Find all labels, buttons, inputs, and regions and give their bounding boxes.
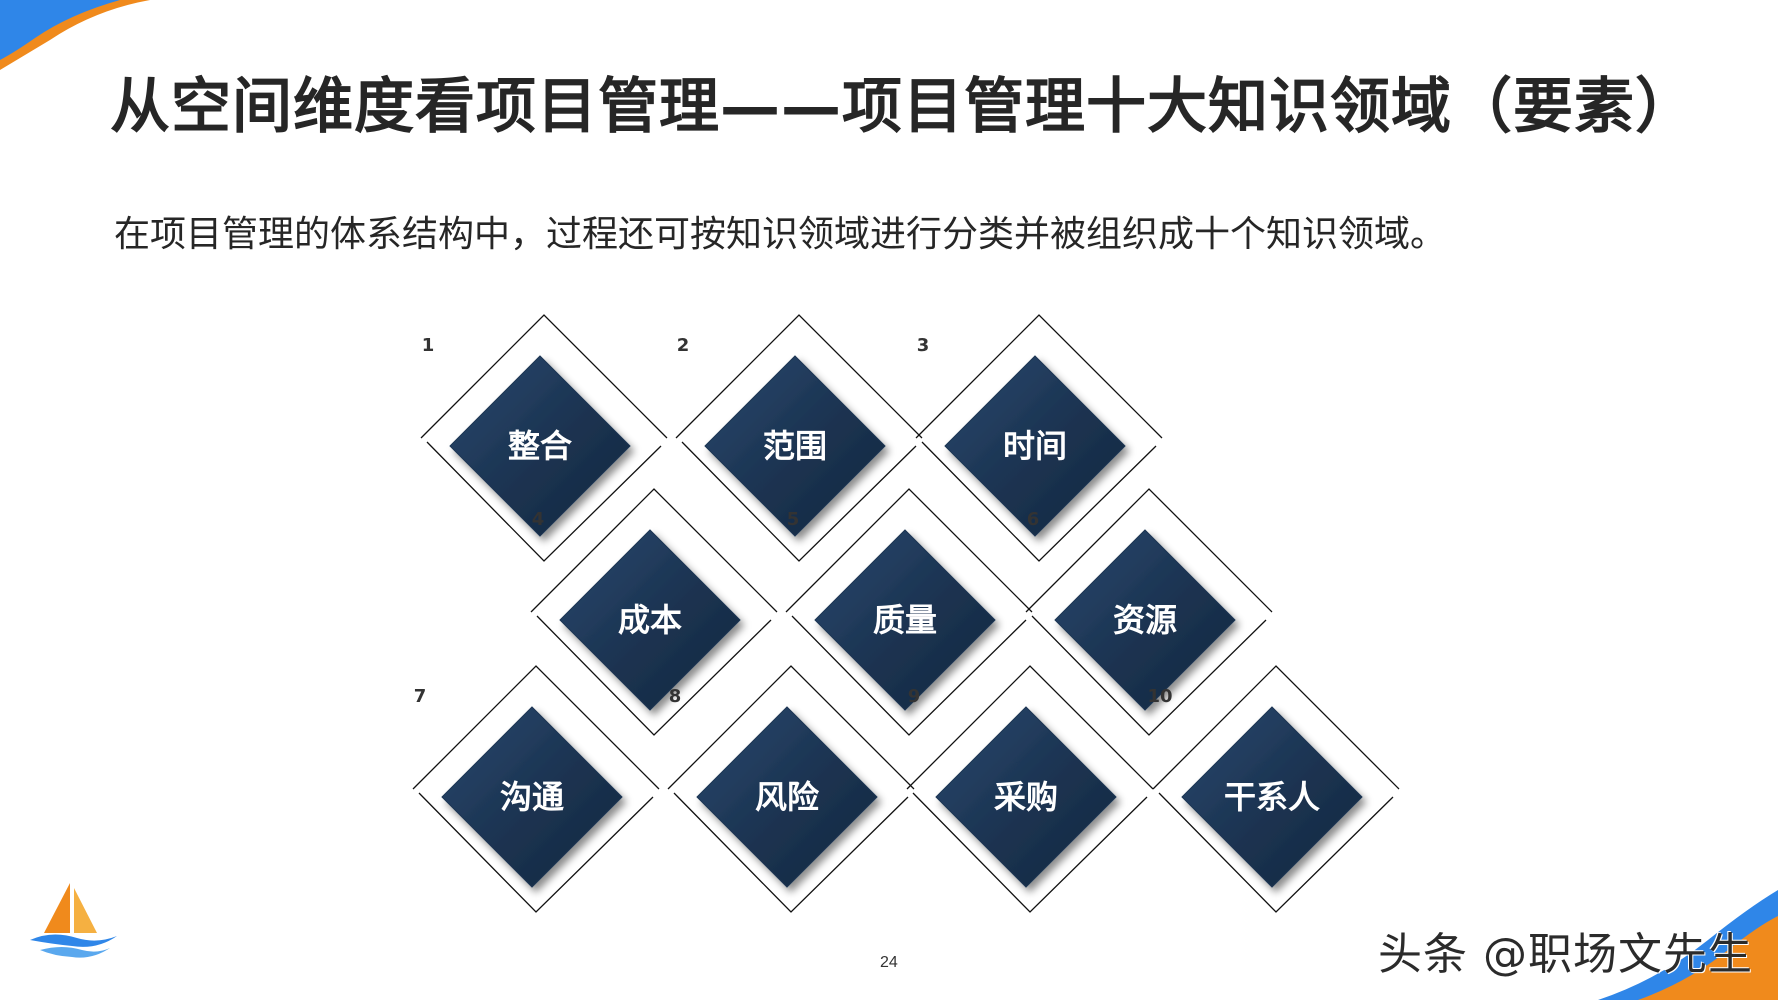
- knowledge-area-7: 沟通 7: [412, 665, 660, 913]
- knowledge-area-8: 风险 8: [667, 665, 915, 913]
- diamond-label-10: 干系人: [1224, 778, 1320, 816]
- diamond-shape-6: [1054, 529, 1236, 711]
- area-number-4: 4: [532, 509, 545, 530]
- diamond-shape-7: [441, 706, 623, 888]
- diamond-shape-9: [935, 706, 1117, 888]
- diamond-label-6: 资源: [1113, 601, 1177, 639]
- diamond-shape-4: [559, 529, 741, 711]
- diamond-outline-9: [906, 665, 1154, 913]
- diamond-outline-1: [420, 314, 668, 562]
- diamond-label-4: 成本: [618, 601, 682, 639]
- diamond-outline-10: [1152, 665, 1400, 913]
- diamond-shape-2: [704, 355, 886, 537]
- area-number-9: 9: [908, 686, 921, 707]
- diamond-outline-5: [785, 488, 1033, 736]
- diamond-outline-4: [530, 488, 778, 736]
- area-number-7: 7: [414, 686, 427, 707]
- knowledge-area-1: 整合 1: [420, 314, 668, 562]
- area-number-2: 2: [677, 335, 690, 356]
- knowledge-area-6: 资源 6: [1025, 488, 1273, 736]
- knowledge-area-9: 采购 9: [906, 665, 1154, 913]
- page-number: 24: [880, 954, 898, 971]
- watermark-text: 头条 @职场文先生: [1378, 929, 1753, 980]
- diamond-shape-10: [1181, 706, 1363, 888]
- knowledge-area-5: 质量 5: [785, 488, 1033, 736]
- sailboat-logo-icon: [30, 883, 117, 958]
- knowledge-area-10: 干系人 10: [1147, 665, 1400, 913]
- corner-decoration-bottom-right: [1598, 890, 1778, 1000]
- diamond-outline-7: [412, 665, 660, 913]
- diamond-label-7: 沟通: [500, 778, 564, 816]
- knowledge-area-2: 范围 2: [675, 314, 923, 562]
- slide-title: 从空间维度看项目管理——项目管理十大知识领域（要素）: [110, 72, 1696, 142]
- slide-subtitle: 在项目管理的体系结构中，过程还可按知识领域进行分类并被组织成十个知识领域。: [114, 214, 1447, 255]
- knowledge-area-3: 时间 3: [915, 314, 1163, 562]
- diamond-shape-1: [449, 355, 631, 537]
- diamond-label-1: 整合: [508, 427, 572, 465]
- area-number-3: 3: [917, 335, 930, 356]
- diamond-outline-6: [1025, 488, 1273, 736]
- diamond-outline-8: [667, 665, 915, 913]
- area-number-6: 6: [1027, 509, 1040, 530]
- diamond-label-9: 采购: [994, 778, 1058, 816]
- diamond-label-5: 质量: [873, 601, 937, 639]
- diamond-label-3: 时间: [1003, 427, 1067, 465]
- diamond-label-2: 范围: [763, 427, 827, 465]
- area-number-1: 1: [422, 335, 435, 356]
- diamond-shape-3: [944, 355, 1126, 537]
- area-number-8: 8: [669, 686, 682, 707]
- knowledge-area-4: 成本 4: [530, 488, 778, 736]
- diamond-shape-8: [696, 706, 878, 888]
- diamond-outline-2: [675, 314, 923, 562]
- diamond-label-8: 风险: [755, 778, 820, 816]
- diamond-shape-5: [814, 529, 996, 711]
- area-number-5: 5: [787, 509, 800, 530]
- diamond-outline-3: [915, 314, 1163, 562]
- corner-decoration-top-left: [0, 0, 150, 70]
- area-number-10: 10: [1147, 686, 1172, 707]
